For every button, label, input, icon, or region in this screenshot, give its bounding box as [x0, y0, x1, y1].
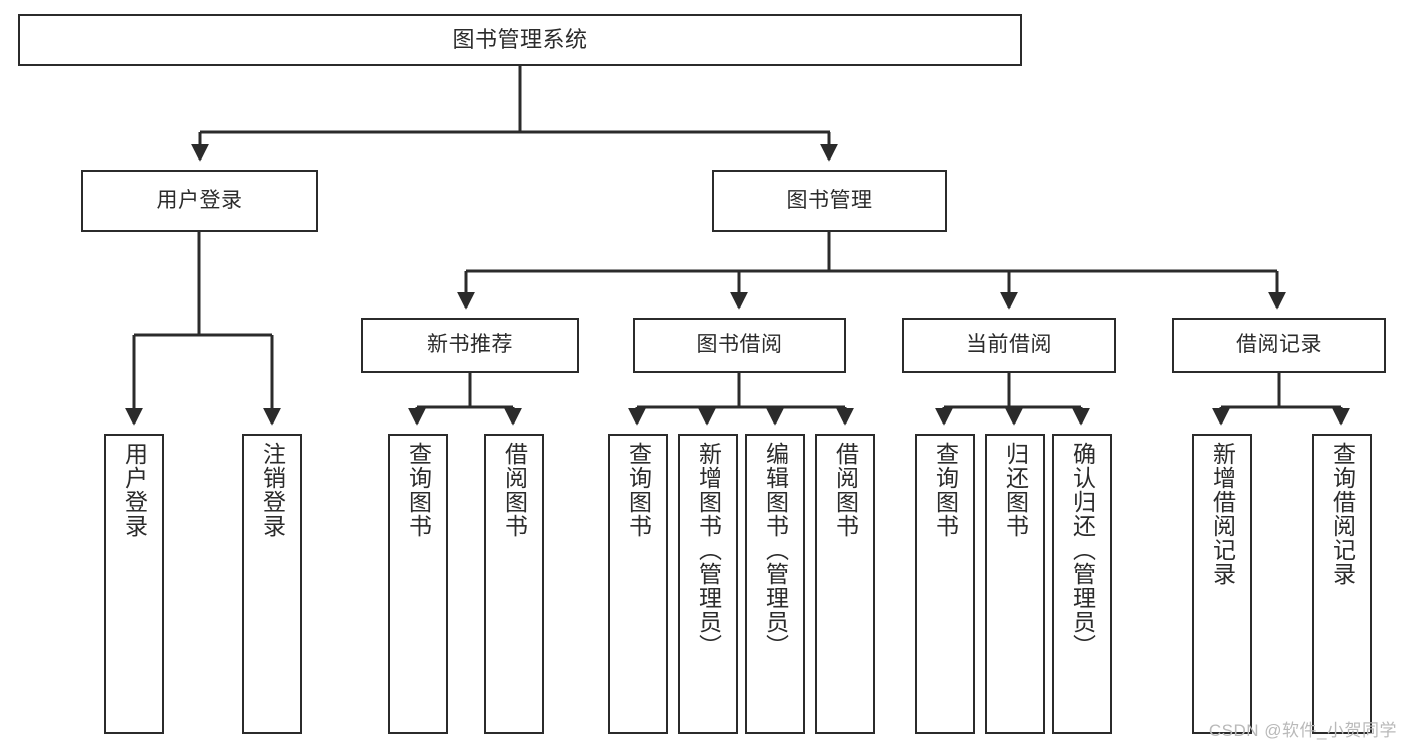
node-label: 查询借阅记录 — [1329, 442, 1356, 586]
node-label: 借阅图书 — [832, 442, 859, 538]
leaf-edit-book-admin[interactable]: 编辑图书（管理员） — [745, 434, 805, 734]
node-label: 图书管理系统 — [452, 27, 588, 53]
node-book-management[interactable]: 图书管理 — [712, 170, 947, 232]
csdn-watermark: CSDN @软件_小贺同学 — [1208, 721, 1397, 740]
node-borrow-record[interactable]: 借阅记录 — [1172, 318, 1386, 373]
node-label: 新增图书（管理员） — [695, 442, 722, 658]
node-label: 查询图书 — [932, 442, 959, 538]
node-user-login[interactable]: 用户登录 — [81, 170, 318, 232]
node-root-system[interactable]: 图书管理系统 — [18, 14, 1022, 66]
node-new-book-recommend[interactable]: 新书推荐 — [361, 318, 579, 373]
leaf-query-book-recommend[interactable]: 查询图书 — [388, 434, 448, 734]
edge-group-new-rec — [408, 373, 522, 426]
leaf-borrow-book-recommend[interactable]: 借阅图书 — [484, 434, 544, 734]
node-label: 图书管理 — [786, 188, 873, 212]
node-label: 用户登录 — [156, 188, 243, 212]
edge-group-borrow — [628, 373, 854, 426]
node-label: 新增借阅记录 — [1209, 442, 1236, 586]
leaf-user-login[interactable]: 用户登录 — [104, 434, 164, 734]
leaf-query-book-current[interactable]: 查询图书 — [915, 434, 975, 734]
edge-group-user-login — [125, 232, 281, 426]
node-label: 借阅图书 — [501, 442, 528, 538]
node-label: 当前借阅 — [966, 333, 1052, 357]
leaf-return-book[interactable]: 归还图书 — [985, 434, 1045, 734]
leaf-borrow-book[interactable]: 借阅图书 — [815, 434, 875, 734]
leaf-confirm-return-admin[interactable]: 确认归还（管理员） — [1052, 434, 1112, 734]
node-label: 归还图书 — [1002, 442, 1029, 538]
node-label: 编辑图书（管理员） — [762, 442, 789, 658]
node-label: 确认归还（管理员） — [1069, 442, 1096, 658]
node-current-borrow[interactable]: 当前借阅 — [902, 318, 1116, 373]
node-label: 借阅记录 — [1236, 333, 1322, 357]
node-label: 用户登录 — [121, 442, 148, 538]
edge-group-current — [935, 373, 1090, 426]
node-label: 查询图书 — [625, 442, 652, 538]
leaf-add-borrow-record[interactable]: 新增借阅记录 — [1192, 434, 1252, 734]
leaf-query-book-borrow[interactable]: 查询图书 — [608, 434, 668, 734]
leaf-query-borrow-record[interactable]: 查询借阅记录 — [1312, 434, 1372, 734]
edge-group-root — [191, 66, 838, 162]
edge-group-book-mgmt — [457, 232, 1286, 310]
node-label: 图书借阅 — [696, 333, 783, 357]
leaf-add-book-admin[interactable]: 新增图书（管理员） — [678, 434, 738, 734]
node-label: 查询图书 — [405, 442, 432, 538]
leaf-logout[interactable]: 注销登录 — [242, 434, 302, 734]
edge-group-record — [1212, 373, 1350, 426]
node-label: 新书推荐 — [427, 333, 513, 357]
node-label: 注销登录 — [259, 442, 286, 538]
node-book-borrow[interactable]: 图书借阅 — [633, 318, 846, 373]
